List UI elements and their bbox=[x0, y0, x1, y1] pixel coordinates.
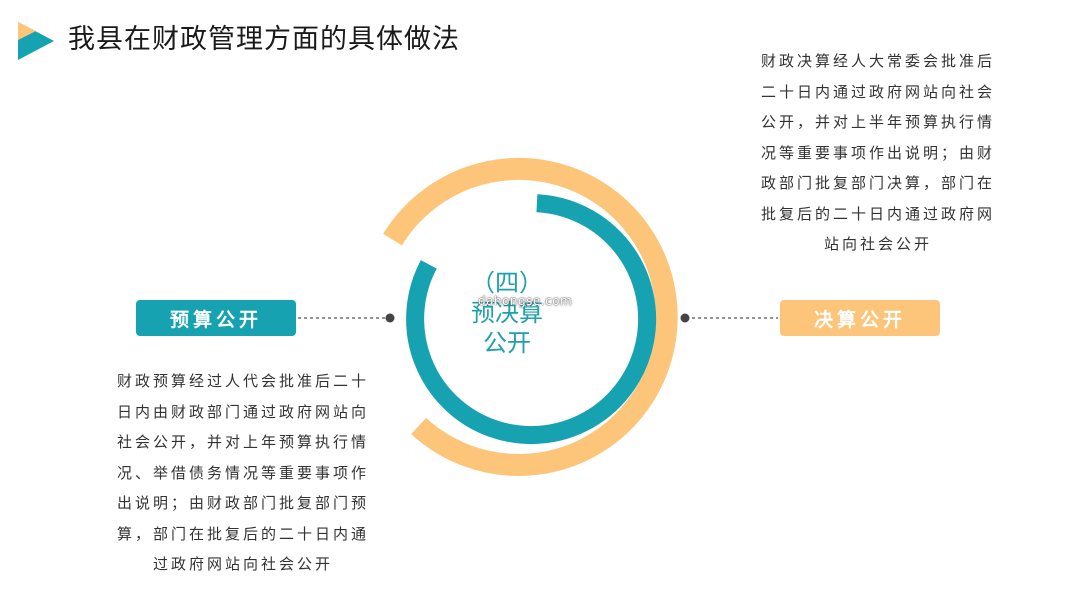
description-line: 政部门批复部门决算，部门在 bbox=[760, 174, 995, 192]
budget-description: 财政预算经过人代会批准后二十 日内由财政部门通过政府网站向 社会公开，并对上年预… bbox=[95, 366, 391, 580]
watermark: dahongse.com bbox=[478, 294, 573, 308]
right-connector-dot bbox=[680, 313, 690, 323]
description-line: 社会公开，并对上年预算执行情 bbox=[116, 433, 369, 451]
description-line: 二十日内通过政府网站向社会 bbox=[760, 82, 995, 101]
description-line: 站向社会公开 bbox=[823, 235, 932, 253]
inner-teal-arc bbox=[406, 194, 657, 445]
description-line: 况等重要事项作出说明；由财 bbox=[760, 143, 995, 162]
description-line: 况、举借债务情况等重要事项作 bbox=[116, 463, 369, 482]
description-line: 过政府网站向社会公开 bbox=[152, 555, 333, 573]
description-line: 财政预算经过人代会批准后二十 bbox=[116, 372, 369, 390]
final-accounts-disclosure-label: 决算公开 bbox=[780, 300, 940, 336]
description-line: 算，部门在批复后的二十日内通 bbox=[116, 524, 369, 543]
left-connector-dot bbox=[385, 313, 395, 323]
play-arrow-logo-icon bbox=[18, 22, 54, 60]
description-line: 出说明；由财政部门批复部门预 bbox=[116, 494, 369, 512]
description-line: 日内由财政部门通过政府网站向 bbox=[116, 402, 369, 421]
final-accounts-description: 财政决算经人大常委会批准后 二十日内通过政府网站向社会 公开，并对上半年预算执行… bbox=[740, 46, 1016, 260]
center-label-line2: 预决算 bbox=[471, 299, 543, 327]
page-title: 我县在财政管理方面的具体做法 bbox=[68, 24, 460, 55]
description-line: 财政决算经人大常委会批准后 bbox=[760, 52, 995, 70]
budget-disclosure-label: 预算公开 bbox=[136, 300, 296, 336]
description-line: 公开，并对上半年预算执行情 bbox=[760, 113, 995, 131]
center-label: （四） 预决算 公开 bbox=[447, 268, 567, 358]
description-line: 批复后的二十日内通过政府网 bbox=[760, 204, 995, 223]
outer-orange-arc bbox=[383, 157, 678, 476]
center-label-line1: （四） bbox=[471, 269, 543, 297]
center-label-line3: 公开 bbox=[483, 329, 531, 357]
